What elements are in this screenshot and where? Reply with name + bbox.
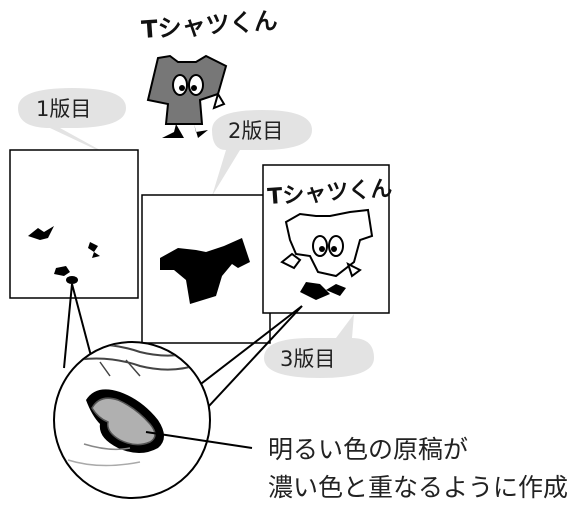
bubble-plate-1: 1版目: [18, 88, 126, 160]
caption-line-1: 明るい色の原稿が: [268, 435, 469, 464]
caption-line-2: 濃い色と重なるように作成: [268, 473, 569, 502]
plate-1-mark-right: [88, 242, 100, 258]
plate-1-label: 1版目: [36, 97, 91, 121]
plate-3: Tシャツくん: [262, 164, 393, 314]
plate-2: [141, 194, 271, 344]
plate-2-shirt-silhouette: [160, 238, 250, 304]
plate-1-mark-foot: [54, 266, 70, 276]
logo-text-top: Tシャツくん: [140, 7, 278, 44]
magnifier-circle: [53, 341, 211, 499]
plate-1-mark-left: [28, 226, 54, 240]
caption-pointer: [145, 431, 253, 449]
mascot-illustration: Tシャツくん: [140, 7, 278, 138]
bubble-plate-3: 3版目: [264, 314, 374, 378]
plate-2-label: 2版目: [228, 119, 283, 143]
bubble-plate-2: 2版目: [212, 110, 312, 196]
plate-1: [9, 149, 139, 299]
plate-3-label: 3版目: [280, 347, 335, 371]
